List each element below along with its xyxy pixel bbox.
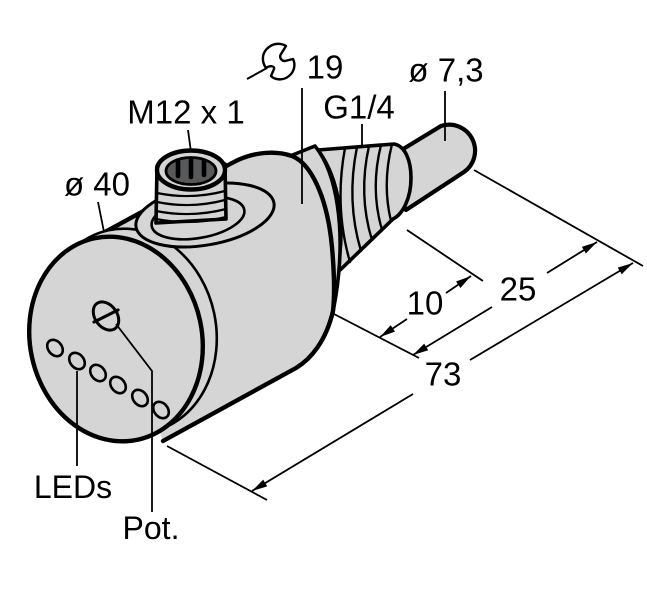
- barrel-ring: [154, 215, 228, 224]
- label-housing-diameter: ø 40: [64, 166, 130, 203]
- led-hole: [130, 388, 150, 408]
- label-connector-thread: M12 x 1: [127, 94, 244, 131]
- led-hole: [151, 400, 171, 420]
- thread-rib: [351, 145, 363, 253]
- barrel-ring: [155, 189, 227, 198]
- led-hole: [88, 363, 108, 383]
- label-pot: Pot.: [123, 510, 180, 546]
- m12-connector-pins: [175, 156, 207, 180]
- dim-73-left: [251, 393, 414, 492]
- dim-73-right: [469, 262, 634, 361]
- barrel-ring: [154, 207, 228, 216]
- extension-line-housing-front: [166, 445, 268, 501]
- thread-rib: [363, 144, 374, 242]
- leader-housing-diameter: [97, 201, 105, 233]
- thread-rib: [339, 146, 352, 264]
- label-wrench-size: 19: [307, 49, 344, 86]
- thread-rib: [385, 142, 394, 223]
- dim-text-tip-length: 25: [500, 271, 537, 308]
- leader-pot: [115, 323, 153, 512]
- front-face: [26, 234, 206, 444]
- dim-10-left: [379, 318, 408, 338]
- extension-line-tip: [473, 169, 644, 267]
- extension-line-thread-start: [333, 313, 420, 359]
- thread-ribs: [339, 142, 394, 264]
- led-hole: [45, 338, 65, 358]
- dimension-lines: [251, 241, 634, 492]
- led-holes: [45, 338, 171, 420]
- dim-text-overall-length: 73: [425, 356, 462, 393]
- led-hole: [67, 351, 87, 371]
- label-process-thread: G1/4: [323, 89, 395, 126]
- wrench-icon: [246, 42, 296, 81]
- dim-text-thread-length: 10: [407, 285, 444, 322]
- housing-body-outline: [89, 150, 337, 444]
- label-tip-diameter: ø 7,3: [408, 52, 483, 89]
- extension-line-thread-end: [406, 229, 484, 282]
- extension-lines: [166, 169, 644, 501]
- pot-screw-slot: [92, 308, 120, 324]
- m12-connector-threads: [154, 189, 228, 224]
- label-leds: LEDs: [34, 469, 112, 505]
- barrel-ring: [155, 198, 227, 207]
- leader-m12: [187, 129, 192, 153]
- thread-rib: [374, 143, 384, 232]
- leader-lines: [76, 88, 446, 512]
- dim-25-right: [546, 241, 598, 274]
- dim-10-right: [445, 275, 472, 294]
- dim-25-left: [412, 306, 493, 356]
- led-hole: [108, 375, 128, 395]
